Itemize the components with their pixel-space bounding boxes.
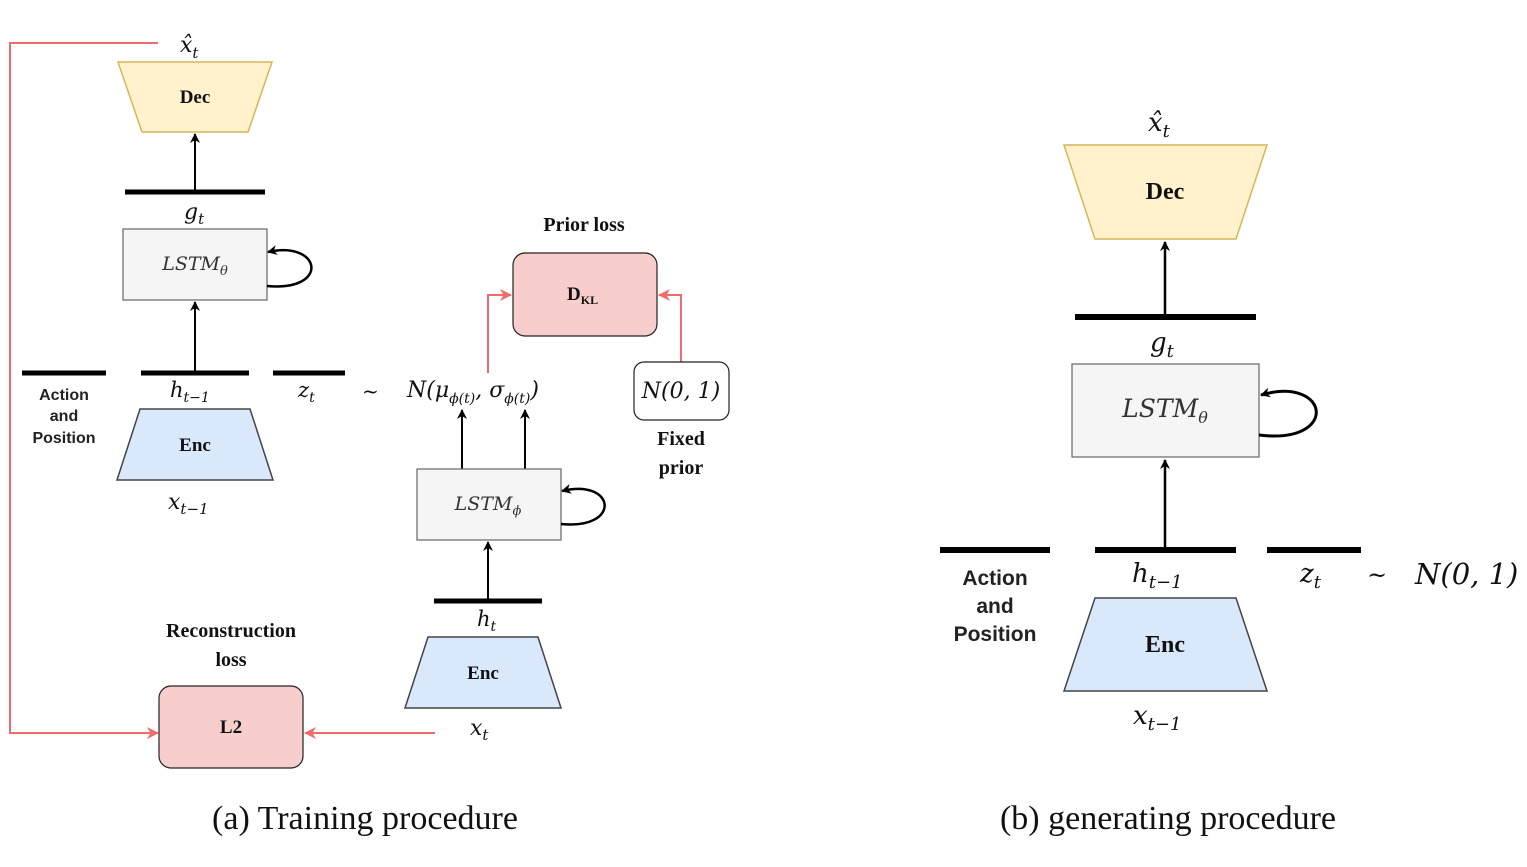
dkl-box bbox=[512, 252, 658, 337]
lstm-theta-label-b: LSTMθ bbox=[1121, 394, 1208, 427]
g-label-b: gt bbox=[1150, 328, 1175, 362]
h-prev-label: ht−1 bbox=[170, 378, 210, 406]
fixed-label: Fixed bbox=[657, 428, 705, 450]
reconstruction-label: Reconstruction bbox=[166, 620, 296, 642]
z-label: zt bbox=[297, 378, 315, 406]
caption-a: (a) Training procedure bbox=[212, 800, 518, 837]
action-label: Action bbox=[39, 387, 89, 404]
prior-label-b: N(0, 1) bbox=[1414, 557, 1518, 591]
encoder-label: Enc bbox=[179, 435, 211, 456]
x-t-label: xt bbox=[470, 716, 489, 744]
tilde-b: ~ bbox=[1367, 561, 1387, 589]
and-label-b: and bbox=[976, 595, 1013, 618]
x-hat-label-b: x̂t bbox=[1148, 108, 1171, 142]
posterior-label: N(μϕ(t), σϕ(t)) bbox=[406, 378, 539, 407]
decoder-label-b: Dec bbox=[1146, 179, 1185, 205]
encoder-shape-b bbox=[1062, 597, 1269, 692]
x-prev-label: xt−1 bbox=[168, 490, 209, 518]
l2-box bbox=[158, 685, 304, 769]
prior-label: prior bbox=[659, 457, 704, 479]
lstm-phi-label: LSTMϕ bbox=[454, 493, 522, 519]
panel-b: x̂t Dec gt LSTMθ Action and Position ht−… bbox=[940, 108, 1518, 837]
lstm-theta-label: LSTMθ bbox=[161, 253, 228, 279]
lstm-theta-box bbox=[122, 228, 268, 301]
tilde: ~ bbox=[362, 379, 379, 403]
x-prev-label-b: xt−1 bbox=[1133, 701, 1181, 735]
encoder-shape bbox=[115, 408, 275, 481]
g-label: gt bbox=[184, 200, 205, 228]
h-prev-label-b: ht−1 bbox=[1132, 559, 1183, 593]
panel-a: x̂t Dec gt LSTMθ Action and Position ht−… bbox=[9, 33, 730, 837]
dkl-label: DKL bbox=[567, 284, 598, 307]
fixed-prior-box bbox=[633, 361, 730, 421]
reconstruction-loss-label: loss bbox=[215, 649, 246, 671]
action-label-b: Action bbox=[962, 567, 1027, 590]
lstm-theta-box-b bbox=[1071, 363, 1260, 458]
encoder-2-label: Enc bbox=[467, 663, 499, 684]
z-label-b: zt bbox=[1299, 559, 1322, 593]
x-hat-label: x̂t bbox=[180, 33, 199, 62]
decoder-shape bbox=[116, 61, 274, 133]
encoder-2-shape bbox=[403, 636, 563, 709]
reconstruction-feedback-arrow bbox=[9, 42, 159, 739]
posterior-to-dkl-arrow bbox=[487, 289, 512, 373]
prior-loss-label: Prior loss bbox=[543, 214, 625, 236]
lstm-phi-recurrence-arrow bbox=[560, 484, 606, 526]
l2-label: L2 bbox=[220, 717, 242, 738]
caption-b: (b) generating procedure bbox=[1000, 800, 1336, 837]
lstm-phi-box bbox=[416, 468, 562, 541]
position-label-b: Position bbox=[954, 623, 1037, 646]
encoder-label-b: Enc bbox=[1145, 632, 1185, 658]
lstm-theta-recurrence-arrow-b bbox=[1258, 387, 1318, 438]
decoder-label: Dec bbox=[180, 87, 211, 108]
position-label: Position bbox=[32, 430, 95, 447]
fixed-prior-value: N(0, 1) bbox=[641, 379, 720, 404]
lstm-theta-recurrence-arrow bbox=[266, 245, 313, 288]
and-label: and bbox=[50, 408, 78, 425]
prior-to-dkl-arrow bbox=[658, 289, 682, 362]
h-t-label: ht bbox=[477, 607, 497, 635]
decoder-shape-b bbox=[1062, 144, 1269, 240]
